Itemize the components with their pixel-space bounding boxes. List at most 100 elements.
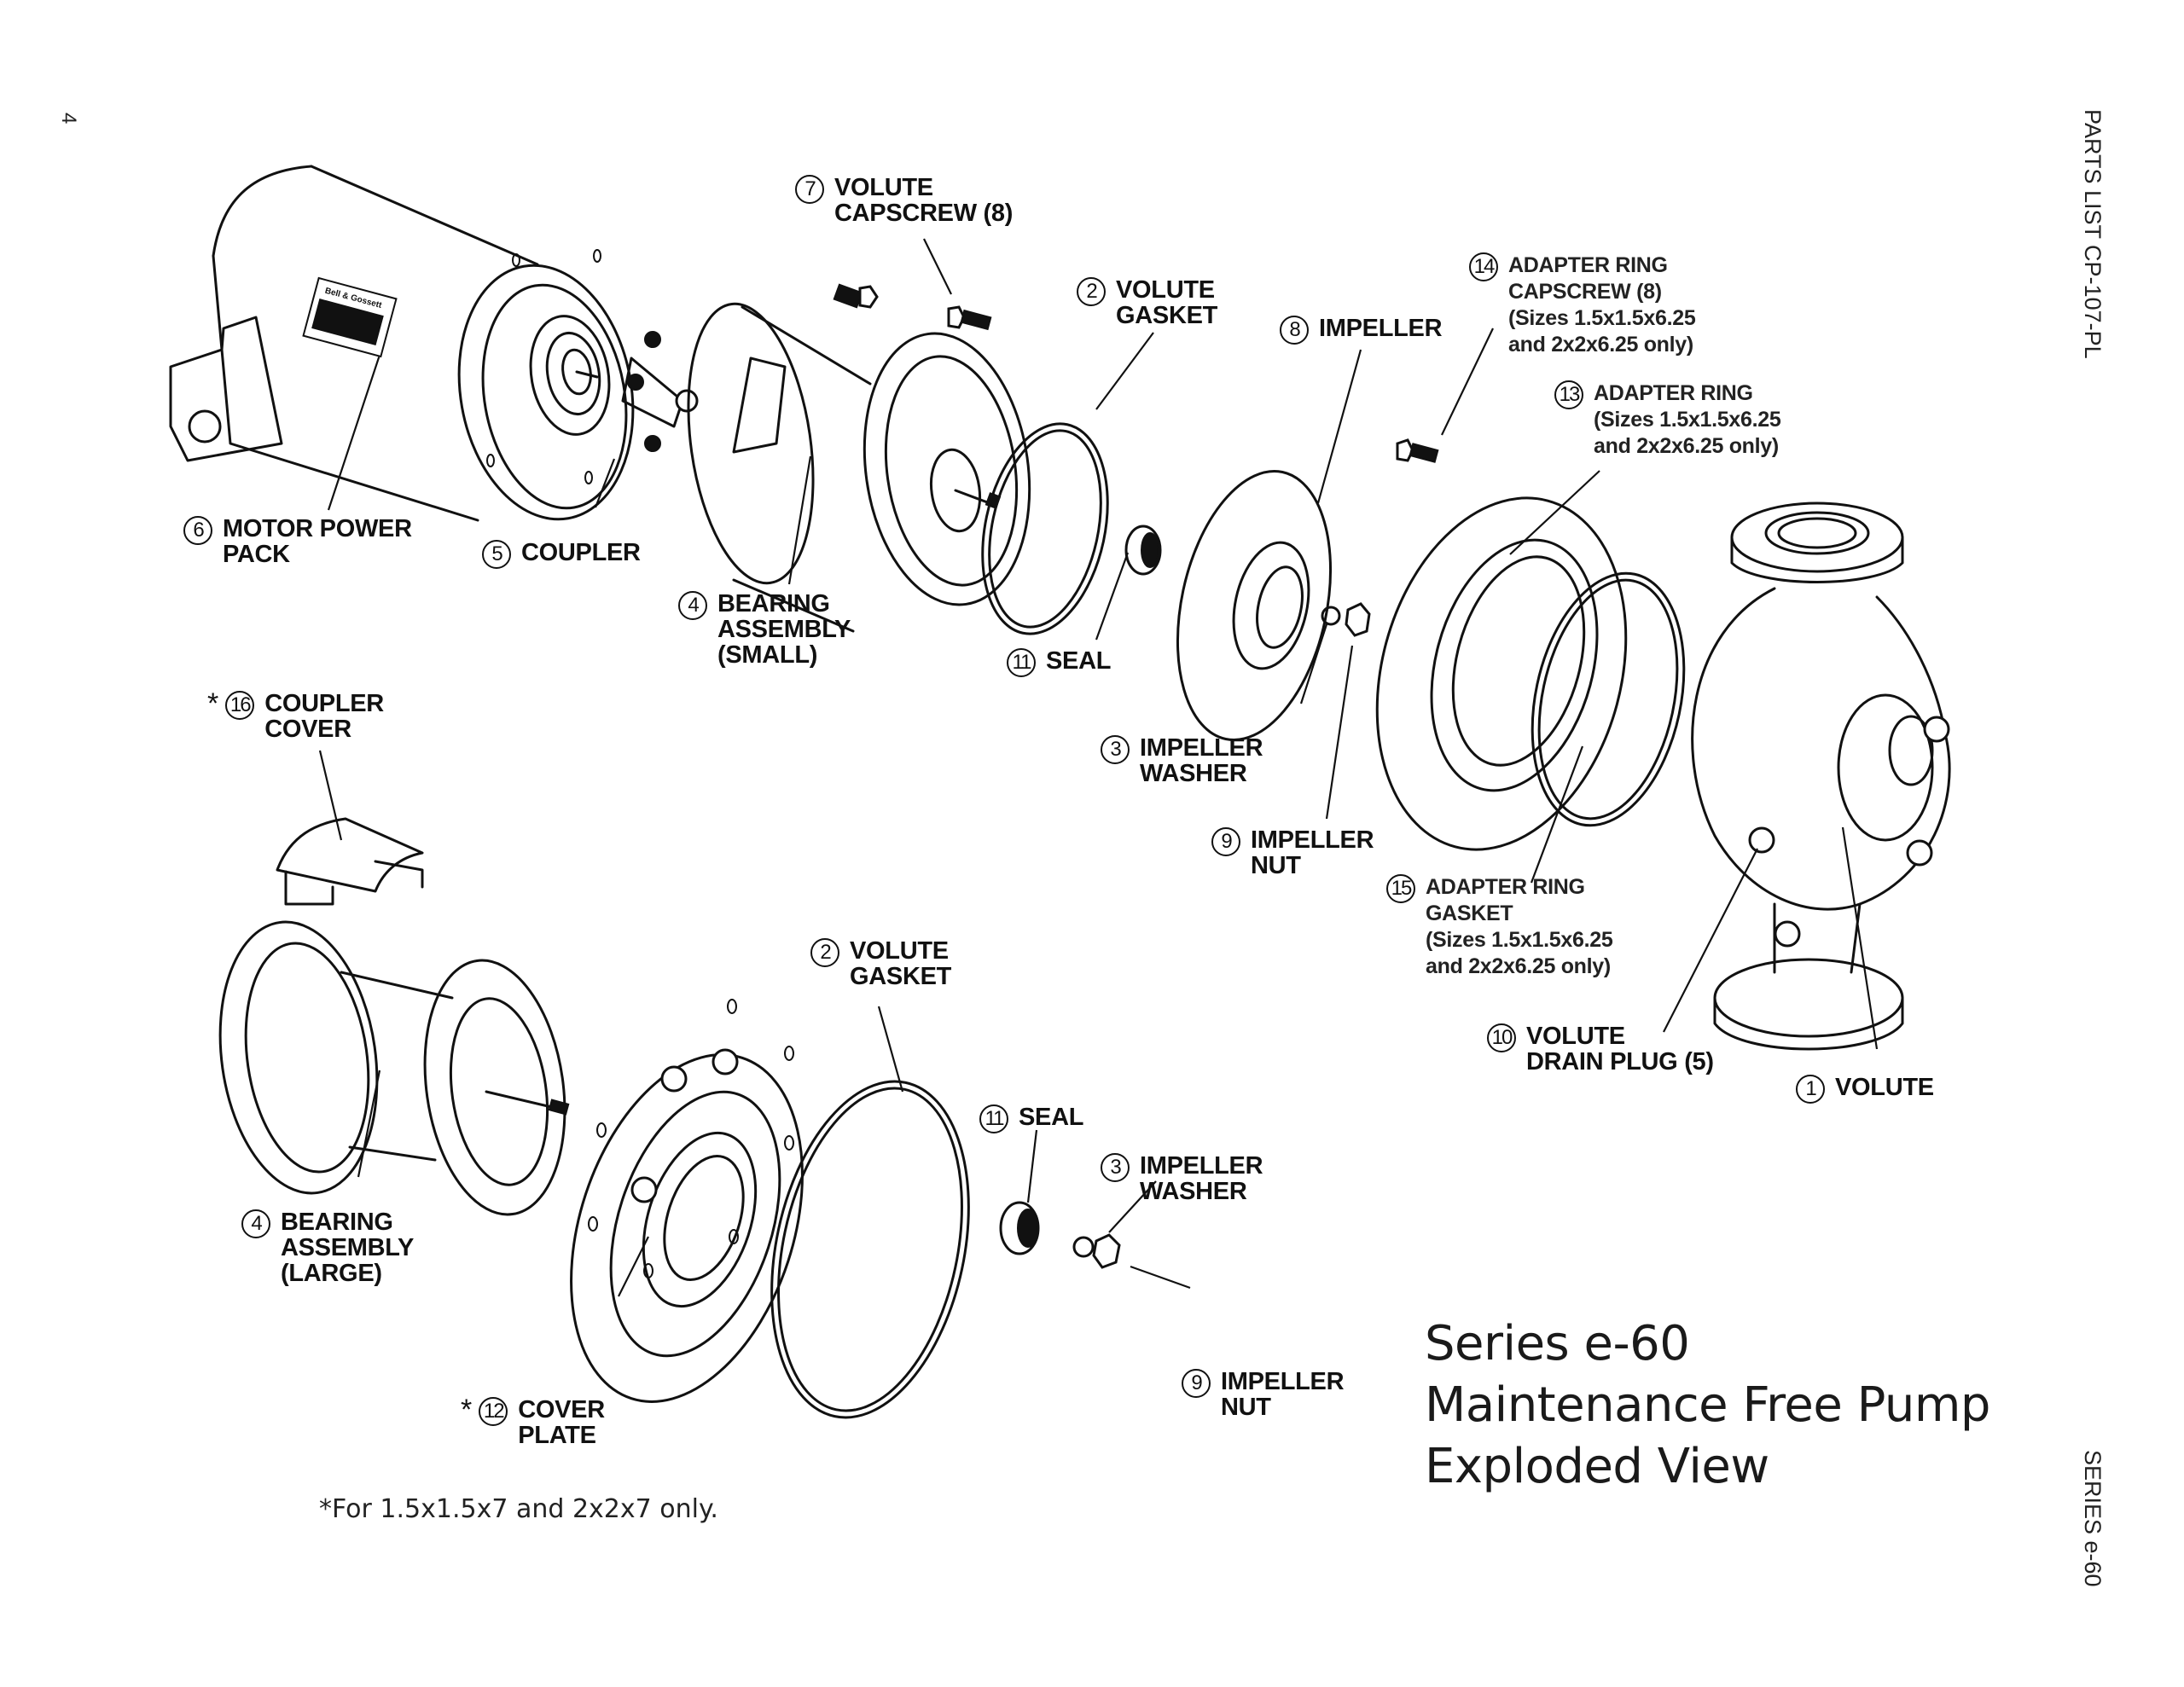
volute-gasket-bottom-drawing: [770, 1080, 970, 1419]
page-title: Series e-60 Maintenance Free Pump Explod…: [1425, 1313, 1990, 1498]
leader-lines: [318, 238, 1879, 1297]
volute-drawing: [1691, 501, 1951, 1051]
callout-seal-bottom: 11 SEAL: [979, 1104, 1083, 1133]
callout-label: and 2x2x6.25 only): [1426, 954, 1611, 978]
callout-label: PLATE: [518, 1422, 596, 1449]
callout-volute: 1 VOLUTE: [1796, 1075, 1934, 1104]
callout-label: SEAL: [1019, 1104, 1084, 1131]
callout-label: WASHER: [1140, 760, 1247, 787]
coupler-cover-drawing: [276, 817, 424, 906]
seal-bottom-drawing: [999, 1201, 1040, 1255]
callout-label: VOLUTE: [1116, 276, 1215, 304]
title-line: Series e-60: [1425, 1316, 1690, 1371]
motor-power-pack-drawing: [169, 165, 635, 522]
callout-label: (LARGE): [281, 1260, 382, 1287]
coupler-drawing: [621, 331, 699, 452]
callout-label: and 2x2x6.25 only): [1508, 333, 1693, 357]
page-number: 4: [57, 113, 80, 125]
impeller-nut-bottom-drawing: [1092, 1233, 1121, 1269]
adapter-ring-gasket-drawing: [1531, 571, 1686, 827]
callout-label: NUT: [1221, 1394, 1271, 1421]
footnote: *For 1.5x1.5x7 and 2x2x7 only.: [319, 1494, 718, 1524]
asterisk-marker: *: [207, 687, 219, 720]
callout-label: ASSEMBLY: [717, 616, 851, 643]
callout-label: ASSEMBLY: [281, 1234, 415, 1261]
item-number-badge: 11: [979, 1104, 1008, 1133]
callout-label: DRAIN PLUG (5): [1526, 1048, 1714, 1075]
callout-label: COVER: [264, 716, 351, 743]
item-number-badge: 9: [1211, 827, 1240, 856]
callout-label: VOLUTE: [1835, 1074, 1934, 1101]
item-number-badge: 2: [1077, 277, 1106, 306]
callout-label: CAPSCREW (8): [834, 200, 1014, 227]
callout-label: VOLUTE: [850, 937, 949, 965]
callout-label: COVER: [518, 1396, 605, 1423]
callout-label: NUT: [1251, 852, 1301, 879]
callout-label: GASKET: [850, 963, 952, 990]
title-line: Exploded View: [1425, 1439, 1769, 1494]
item-number-badge: 15: [1386, 874, 1415, 903]
volute-gasket-top-drawing: [981, 422, 1109, 635]
seal-top-drawing: [1124, 525, 1162, 576]
callout-label: CAPSCREW (8): [1508, 280, 1662, 304]
callout-label: IMPELLER: [1221, 1368, 1345, 1395]
item-number-badge: 11: [1007, 648, 1036, 677]
asterisk-marker: *: [461, 1394, 473, 1426]
item-number-badge: 4: [241, 1209, 270, 1238]
item-number-badge: 16: [225, 691, 255, 720]
callout-label: IMPELLER: [1140, 1152, 1263, 1180]
item-number-badge: 3: [1101, 1153, 1130, 1182]
callout-label: PACK: [223, 541, 290, 568]
callout-label: (Sizes 1.5x1.5x6.25: [1594, 408, 1781, 432]
callout-label: IMPELLER: [1251, 826, 1374, 854]
adapter-ring-drawing: [1375, 496, 1628, 851]
item-number-badge: 1: [1796, 1075, 1825, 1104]
callout-label: GASKET: [1116, 302, 1218, 329]
impeller-drawing: [1176, 470, 1333, 741]
callout-label: (SMALL): [717, 641, 818, 669]
callout-label: SEAL: [1046, 647, 1112, 675]
callout-adapter-ring-capscrew: 14 ADAPTER RING CAPSCREW (8)(Sizes 1.5x1.…: [1469, 252, 1696, 358]
callout-label: ADAPTER RING: [1508, 253, 1668, 277]
item-number-badge: 7: [795, 175, 824, 204]
callout-label: and 2x2x6.25 only): [1594, 434, 1779, 458]
callout-label: IMPELLER: [1319, 315, 1443, 342]
title-line: Maintenance Free Pump: [1425, 1377, 1990, 1433]
callout-impeller: 8 IMPELLER: [1280, 315, 1443, 345]
callout-label: (Sizes 1.5x1.5x6.25: [1508, 306, 1696, 330]
callout-label: ADAPTER RING: [1426, 875, 1585, 899]
callout-label: VOLUTE: [1526, 1023, 1625, 1050]
adapter-ring-capscrew-drawing: [1396, 438, 1439, 463]
callout-label: BEARING: [717, 590, 830, 617]
item-number-badge: 4: [678, 591, 707, 620]
callout-label: BEARING: [281, 1209, 393, 1236]
item-number-badge: 6: [183, 516, 212, 545]
callout-label: MOTOR POWER: [223, 515, 412, 542]
header-side-label: PARTS LIST CP-107-PL: [2080, 109, 2106, 359]
item-number-badge: 14: [1469, 252, 1498, 281]
item-number-badge: 13: [1554, 380, 1583, 409]
item-number-badge: 12: [479, 1397, 508, 1426]
item-number-badge: 8: [1280, 316, 1309, 345]
callout-label: GASKET: [1426, 901, 1513, 925]
callout-label: IMPELLER: [1140, 734, 1263, 762]
item-number-badge: 9: [1182, 1369, 1211, 1398]
callout-coupler: 5 COUPLER: [482, 540, 641, 569]
impeller-washer-top-drawing: [1321, 606, 1341, 626]
cover-plate-drawing: [570, 999, 804, 1403]
callout-label: COUPLER: [521, 539, 641, 566]
callout-seal-top: 11 SEAL: [1007, 648, 1111, 677]
